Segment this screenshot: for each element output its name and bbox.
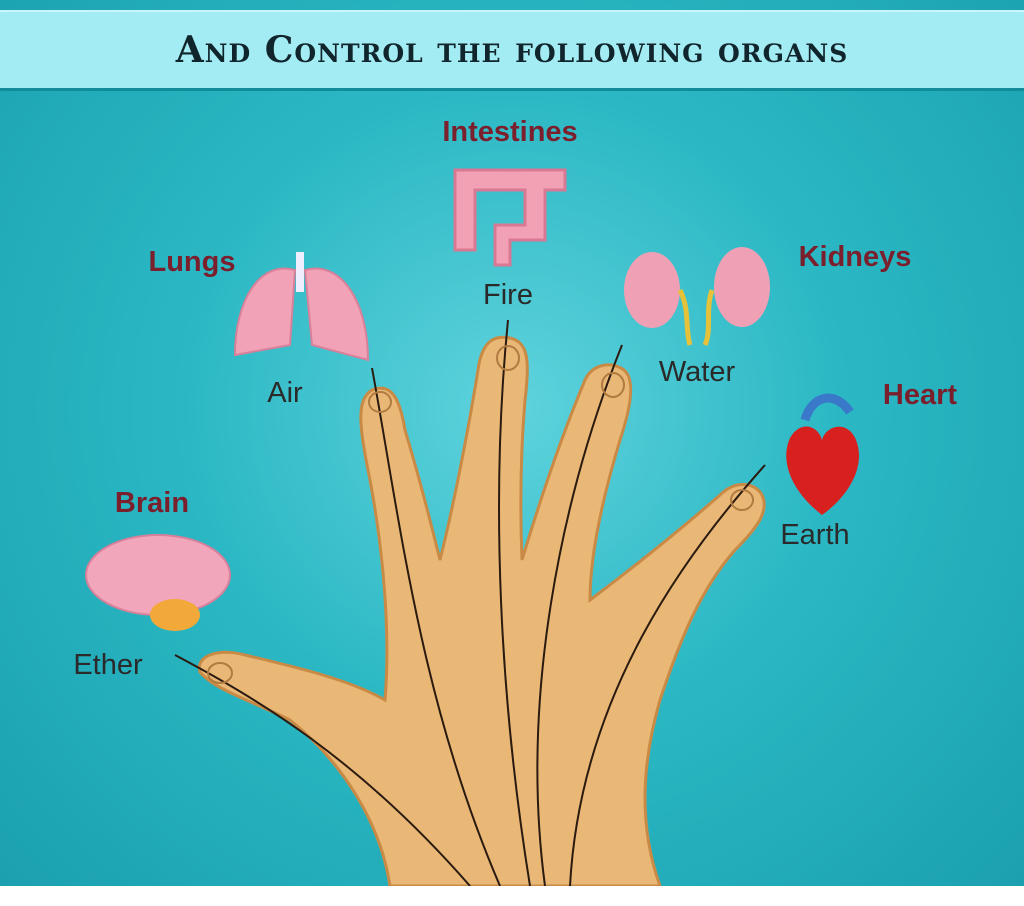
organ-label-intestines: Intestines bbox=[442, 116, 578, 148]
title: And Control the following organs bbox=[175, 29, 849, 71]
element-label-air: Air bbox=[267, 377, 303, 409]
lungs-icon bbox=[233, 252, 370, 362]
element-label-earth: Earth bbox=[780, 519, 850, 551]
organ-label-kidneys: Kidneys bbox=[798, 241, 912, 273]
title-banner: And Control the following organs bbox=[0, 10, 1024, 91]
hand bbox=[197, 335, 766, 888]
heart-icon bbox=[786, 393, 859, 515]
element-label-water: Water bbox=[658, 356, 736, 388]
brain-icon bbox=[85, 534, 231, 631]
element-label-ether: Ether bbox=[73, 649, 143, 681]
organ-label-heart: Heart bbox=[882, 379, 958, 411]
bottom-border bbox=[0, 886, 1024, 906]
organ-label-brain: Brain bbox=[114, 487, 190, 519]
finger-lines bbox=[174, 319, 766, 887]
intestines-icon bbox=[453, 168, 567, 267]
kidneys-icon bbox=[624, 247, 770, 347]
element-label-fire: Fire bbox=[483, 279, 533, 311]
nails bbox=[207, 345, 754, 684]
organ-label-lungs: Lungs bbox=[148, 246, 236, 278]
